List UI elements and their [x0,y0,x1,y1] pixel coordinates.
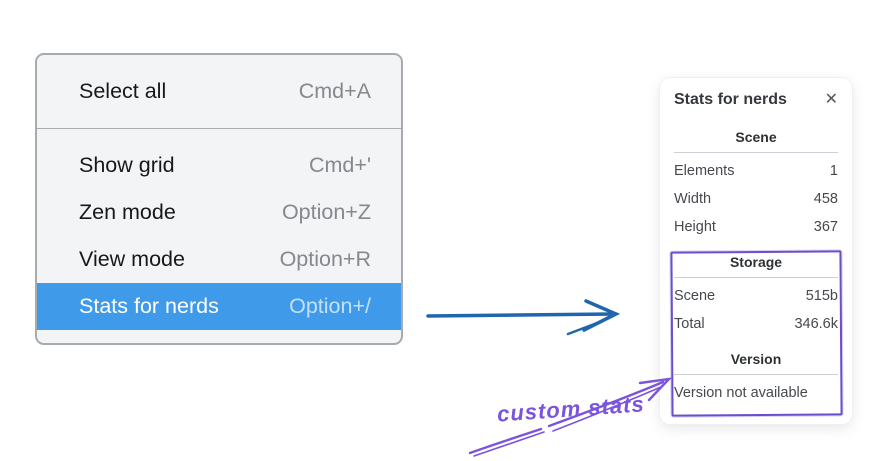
section-heading: Storage [729,254,783,270]
menu-item-shortcut: Option+R [279,247,371,271]
stat-label: Elements [674,163,735,179]
section-divider [674,277,838,278]
menu-group: Select all Cmd+A [37,55,401,128]
annotation-rectangle[interactable] [670,250,843,417]
section-heading: Scene [735,129,777,145]
stat-row: Scene 515b [674,282,838,310]
stats-panel: Stats for nerds ✕ Scene Elements 1 Width… [660,78,852,424]
menu-item-show-grid[interactable]: Show grid Cmd+' [37,142,401,189]
menu-item-shortcut: Cmd+' [308,153,371,177]
stat-row: Width 458 [674,185,838,213]
menu-item-label: View mode [79,247,185,271]
section-heading: Version [730,351,782,367]
stats-panel-title: Stats for nerds [674,91,787,108]
stat-value: 1 [829,163,838,179]
blue-arrow-shaft [426,312,615,318]
menu-item-select-all[interactable]: Select all Cmd+A [37,68,401,115]
stats-section-storage: Storage Scene 515b Total 346.6k [674,254,838,338]
stats-section-version: Version Version not available [674,351,838,407]
stats-panel-header: Stats for nerds ✕ [674,91,838,109]
stats-section-scene: Scene Elements 1 Width 458 Height 367 [674,129,838,241]
context-menu: Select all Cmd+A Show grid Cmd+' Zen mod… [35,53,403,345]
stat-row: Height 367 [674,213,838,241]
blue-arrow-head-extra [566,321,599,336]
stat-value: 346.6k [794,316,838,332]
stat-value: 458 [813,191,838,207]
menu-item-label: Stats for nerds [79,294,219,318]
version-note: Version not available [674,385,808,401]
stat-row: Elements 1 [674,157,838,185]
stat-value: 515b [805,288,838,304]
menu-item-label: Zen mode [79,200,176,224]
blue-arrow[interactable] [426,299,621,336]
section-divider [674,374,838,375]
stat-label: Width [674,191,712,207]
menu-item-label: Select all [79,79,167,103]
menu-item-shortcut: Option+/ [289,294,371,318]
stat-value: 367 [813,219,838,235]
stat-row: Total 346.6k [674,310,838,338]
annotation-arrow-tail [468,427,543,455]
menu-item-zen-mode[interactable]: Zen mode Option+Z [37,189,401,236]
stat-label: Scene [674,288,716,304]
menu-separator [37,128,401,129]
stat-label: Total [674,316,705,332]
menu-item-label: Show grid [79,153,175,177]
annotation-text[interactable]: custom stats [496,391,646,427]
annotation-arrow-tail-sketch [473,431,545,457]
section-divider [674,152,838,153]
menu-item-stats-for-nerds[interactable]: Stats for nerds Option+/ [37,283,401,330]
blue-arrow-head [582,299,621,332]
menu-item-view-mode[interactable]: View mode Option+R [37,236,401,283]
close-icon[interactable]: ✕ [824,91,838,108]
menu-item-shortcut: Cmd+A [298,79,371,103]
menu-item-shortcut: Option+Z [281,200,371,224]
stat-label: Height [674,219,716,235]
menu-group: Show grid Cmd+' Zen mode Option+Z View m… [37,129,401,343]
